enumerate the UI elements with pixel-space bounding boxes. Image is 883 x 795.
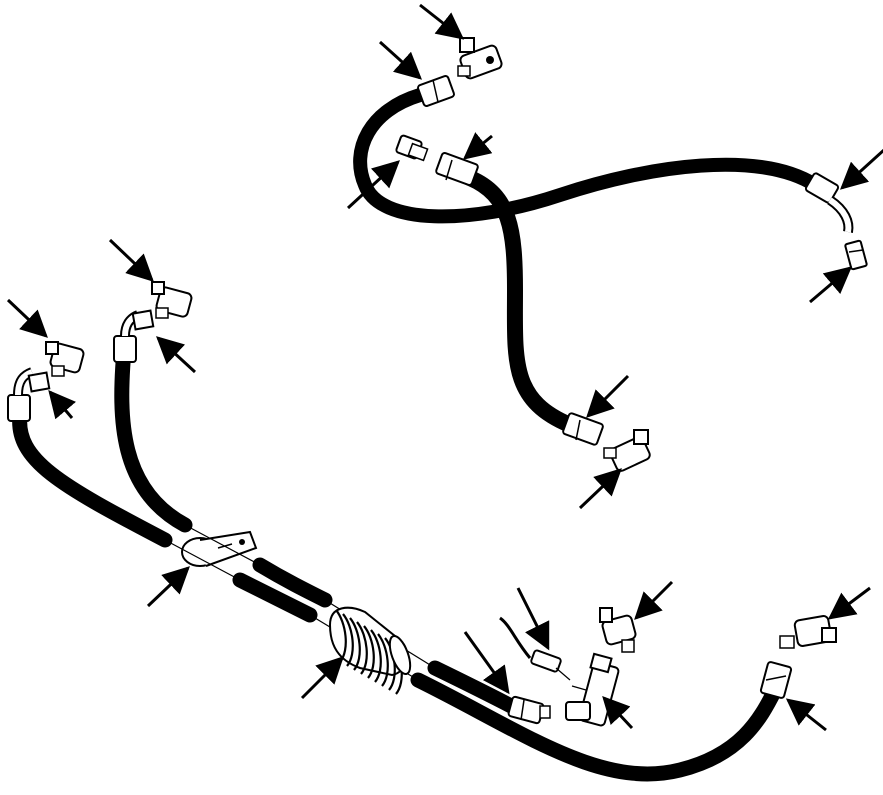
callout-arrow [463,631,510,695]
tee-fitting [565,652,620,727]
callout-arrow [146,566,190,608]
hose-short-to-tee [427,660,523,716]
callout-arrow [300,656,344,700]
callout-arrow [156,336,197,374]
callout-arrow [48,389,77,420]
hose-segment-mid-2 [252,557,333,608]
callout-arrow [108,238,154,282]
elbow-fitting-lower-far-right [779,615,837,649]
adapter-fitting-right [844,239,868,271]
coil-spring-guard [328,606,412,695]
callout-arrow [839,148,883,190]
callout-arrow [809,266,853,304]
elbow-fitting-lower-right [603,429,651,472]
coil-winding [377,633,389,687]
callout-arrow [578,468,622,510]
callout-arrow [6,298,48,338]
ferrule-top [417,75,455,107]
hose-lower-long [410,672,783,782]
callout-arrow [346,160,400,210]
hose-upper-long [462,170,578,433]
hose-left-outer [12,407,173,548]
callout-arrows [6,3,883,732]
coil-winding [349,617,361,671]
ferrule-lower-far-right [759,661,793,699]
hose-left-inner [114,342,193,533]
callout-arrow [516,587,550,651]
callout-arrow [634,580,674,620]
upper-hose-assembly [353,37,868,472]
coil-winding [356,621,368,675]
ferrule-right [804,172,854,233]
callout-arrow [827,586,871,620]
coil-winding [370,629,382,683]
ferrule-middle [435,152,479,186]
hose-segment-mid-1 [232,572,318,623]
adapter-fitting-middle [395,134,429,162]
coil-winding [363,625,375,679]
elbow-fitting-top [457,37,503,80]
elbow-fitting-left-inner [151,281,193,319]
callout-arrow [462,132,493,160]
callout-arrow [419,3,465,40]
callout-arrow [785,698,827,732]
ferrule-left-inner [113,309,155,363]
ferrule-lower-right [562,412,604,446]
coil-winding [342,613,354,667]
callout-arrow [378,40,423,80]
lower-hose-assembly [7,281,837,782]
pressure-sensor [499,616,571,681]
elbow-fitting-tee-top [599,607,637,653]
ferrule-tee-side [507,695,551,725]
elbow-fitting-left-outer [45,341,85,377]
callout-arrow [602,696,634,730]
hose-clamp [181,530,258,567]
callout-arrow [586,374,630,418]
hose-upper-loop [353,88,822,224]
ferrule-left-outer [7,367,51,422]
